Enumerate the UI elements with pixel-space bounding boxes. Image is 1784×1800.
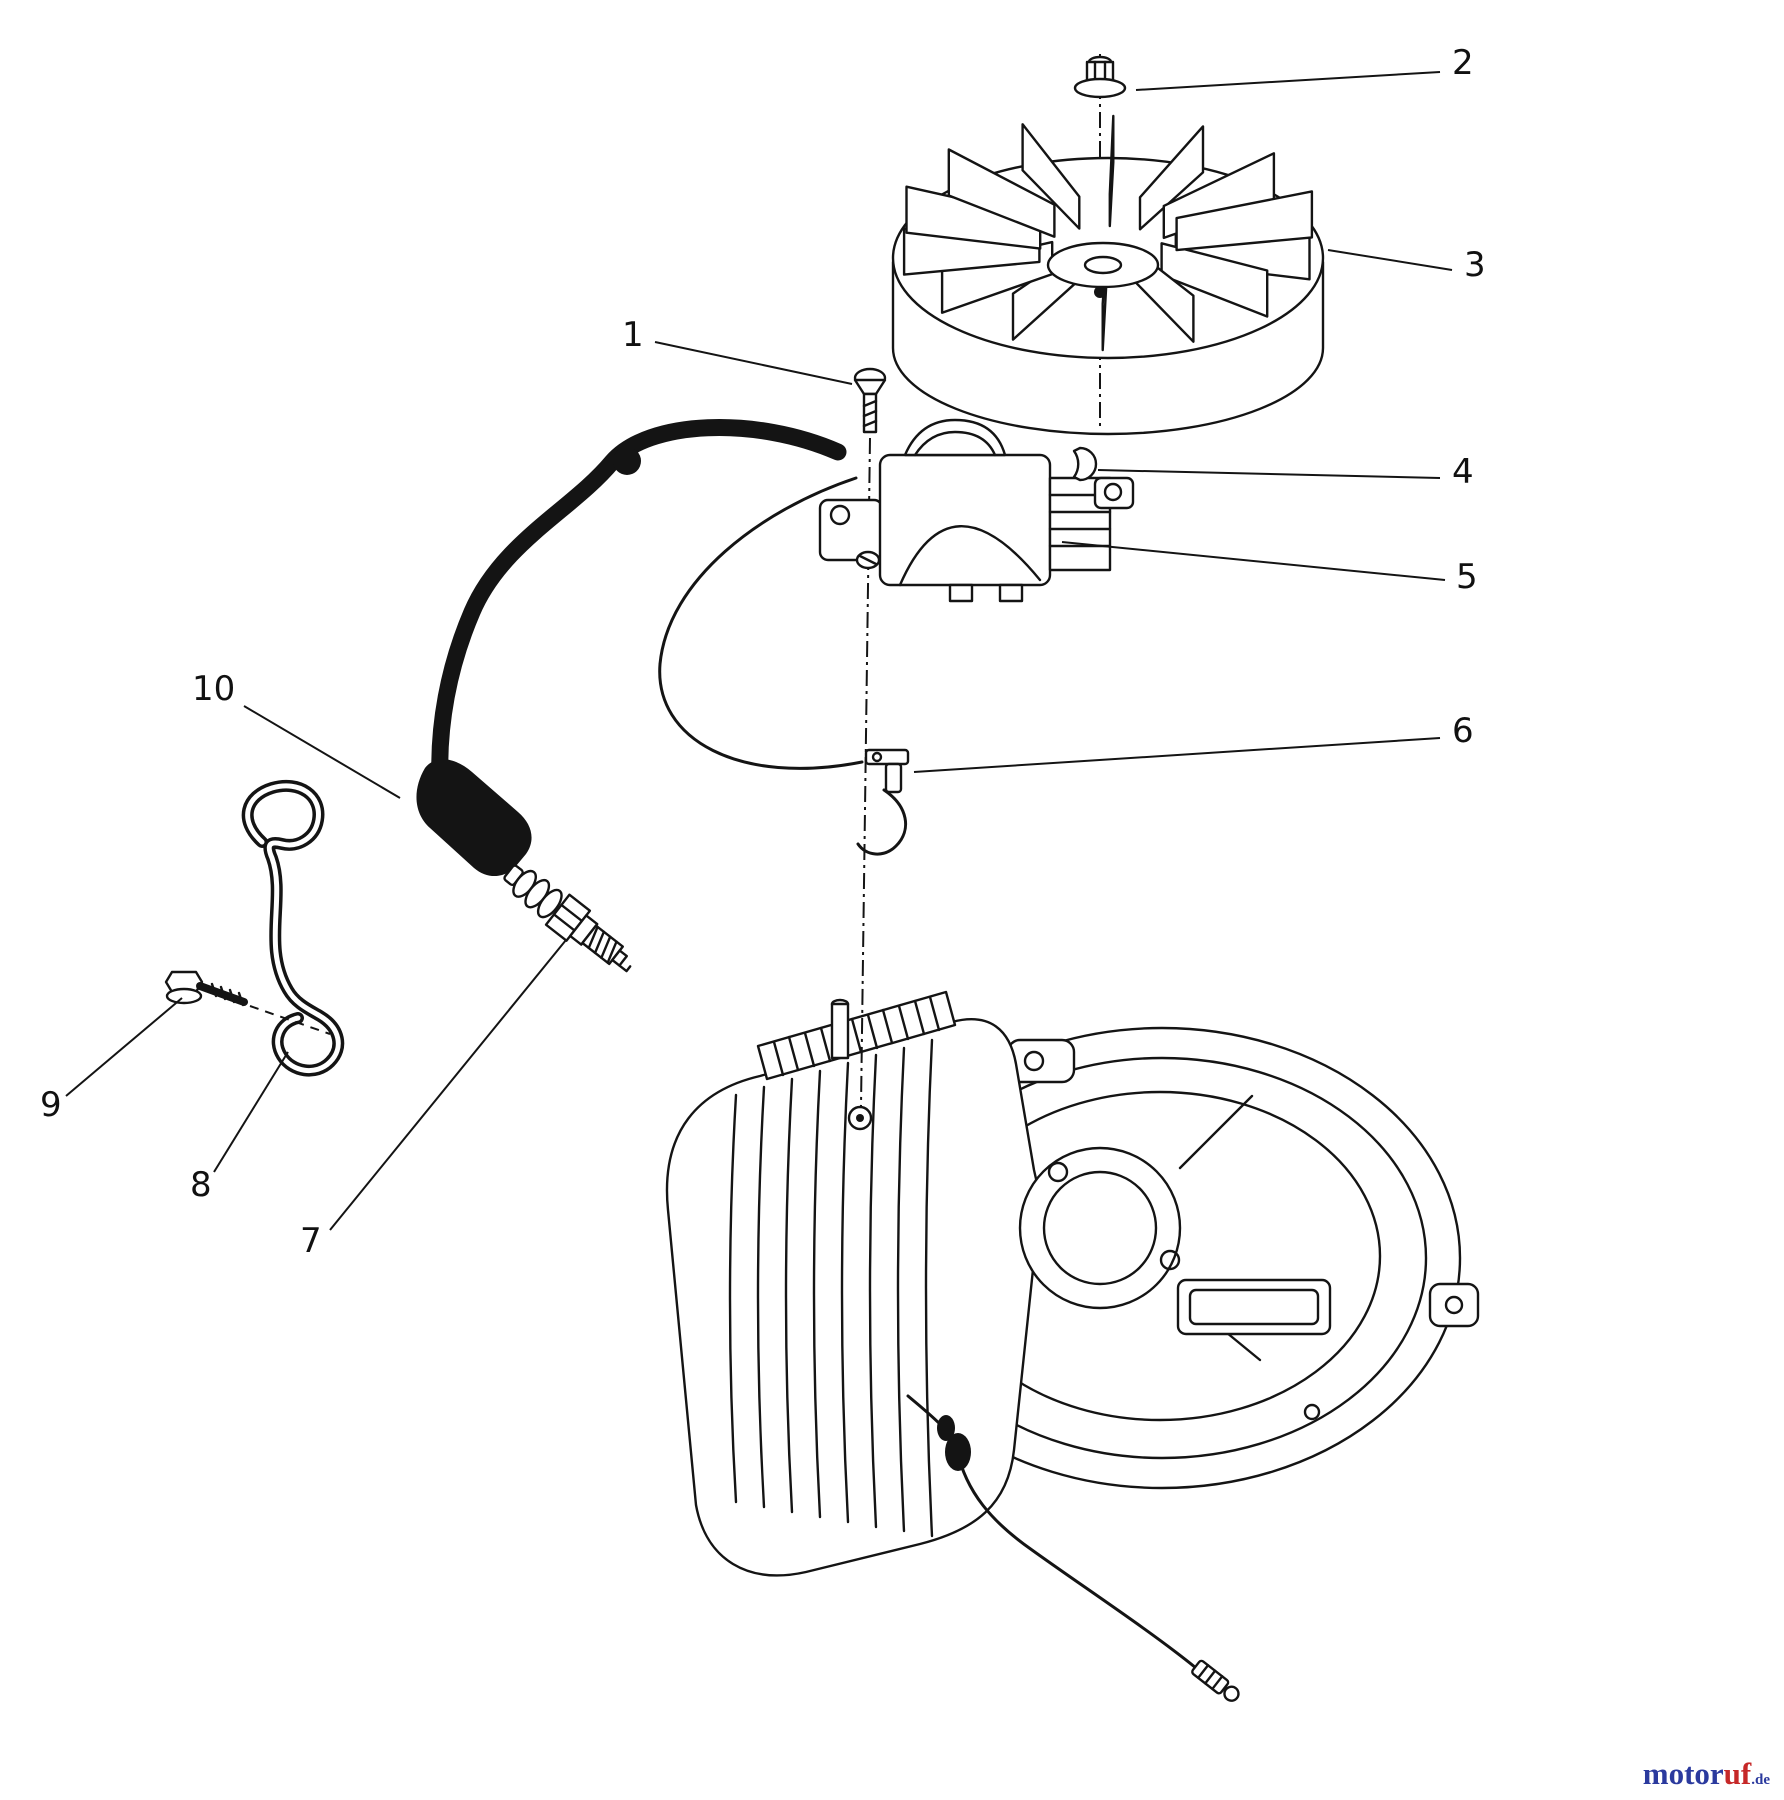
part-label-9: 9 bbox=[40, 1085, 62, 1125]
ignition-coil bbox=[818, 418, 1135, 603]
part-label-1: 1 bbox=[622, 315, 644, 355]
mounting-screw bbox=[853, 367, 887, 1107]
spark-plug-wire bbox=[416, 419, 847, 877]
part-label-4: 4 bbox=[1452, 452, 1474, 492]
part-label-2: 2 bbox=[1452, 43, 1474, 83]
spark-plug bbox=[503, 864, 632, 973]
watermark-tld: .de bbox=[1751, 1772, 1770, 1788]
wire-clamp bbox=[864, 748, 910, 794]
watermark-brand-blue: motor bbox=[1642, 1756, 1724, 1791]
leader-lines bbox=[65, 71, 1453, 1231]
part-label-8: 8 bbox=[190, 1165, 212, 1205]
part-label-7: 7 bbox=[300, 1221, 322, 1261]
wire-guide bbox=[241, 780, 345, 1077]
fan-blades bbox=[902, 114, 1314, 352]
flange-nut bbox=[1073, 55, 1127, 99]
part-label-10: 10 bbox=[192, 669, 236, 709]
plug-boot bbox=[416, 759, 532, 877]
cooling-fins bbox=[728, 1038, 934, 1538]
centerline bbox=[860, 437, 871, 1107]
cylinder-head bbox=[665, 990, 1040, 1577]
part-label-6: 6 bbox=[1452, 711, 1474, 751]
kill-wire bbox=[658, 476, 907, 856]
guide-bolt bbox=[164, 970, 331, 1035]
head-fins bbox=[772, 995, 941, 1077]
cable-tie bbox=[613, 447, 641, 475]
motoruf-watermark-link[interactable]: motoruf.de bbox=[1643, 1756, 1770, 1792]
part-label-5: 5 bbox=[1456, 557, 1478, 597]
part-label-3: 3 bbox=[1464, 245, 1486, 285]
flywheel bbox=[891, 54, 1325, 436]
flywheel-key bbox=[1072, 446, 1098, 482]
ground-wire bbox=[906, 1394, 1240, 1702]
wire-terminal bbox=[1191, 1659, 1240, 1702]
starter-hub bbox=[1018, 1146, 1182, 1310]
watermark-brand-red: uf bbox=[1723, 1756, 1752, 1791]
